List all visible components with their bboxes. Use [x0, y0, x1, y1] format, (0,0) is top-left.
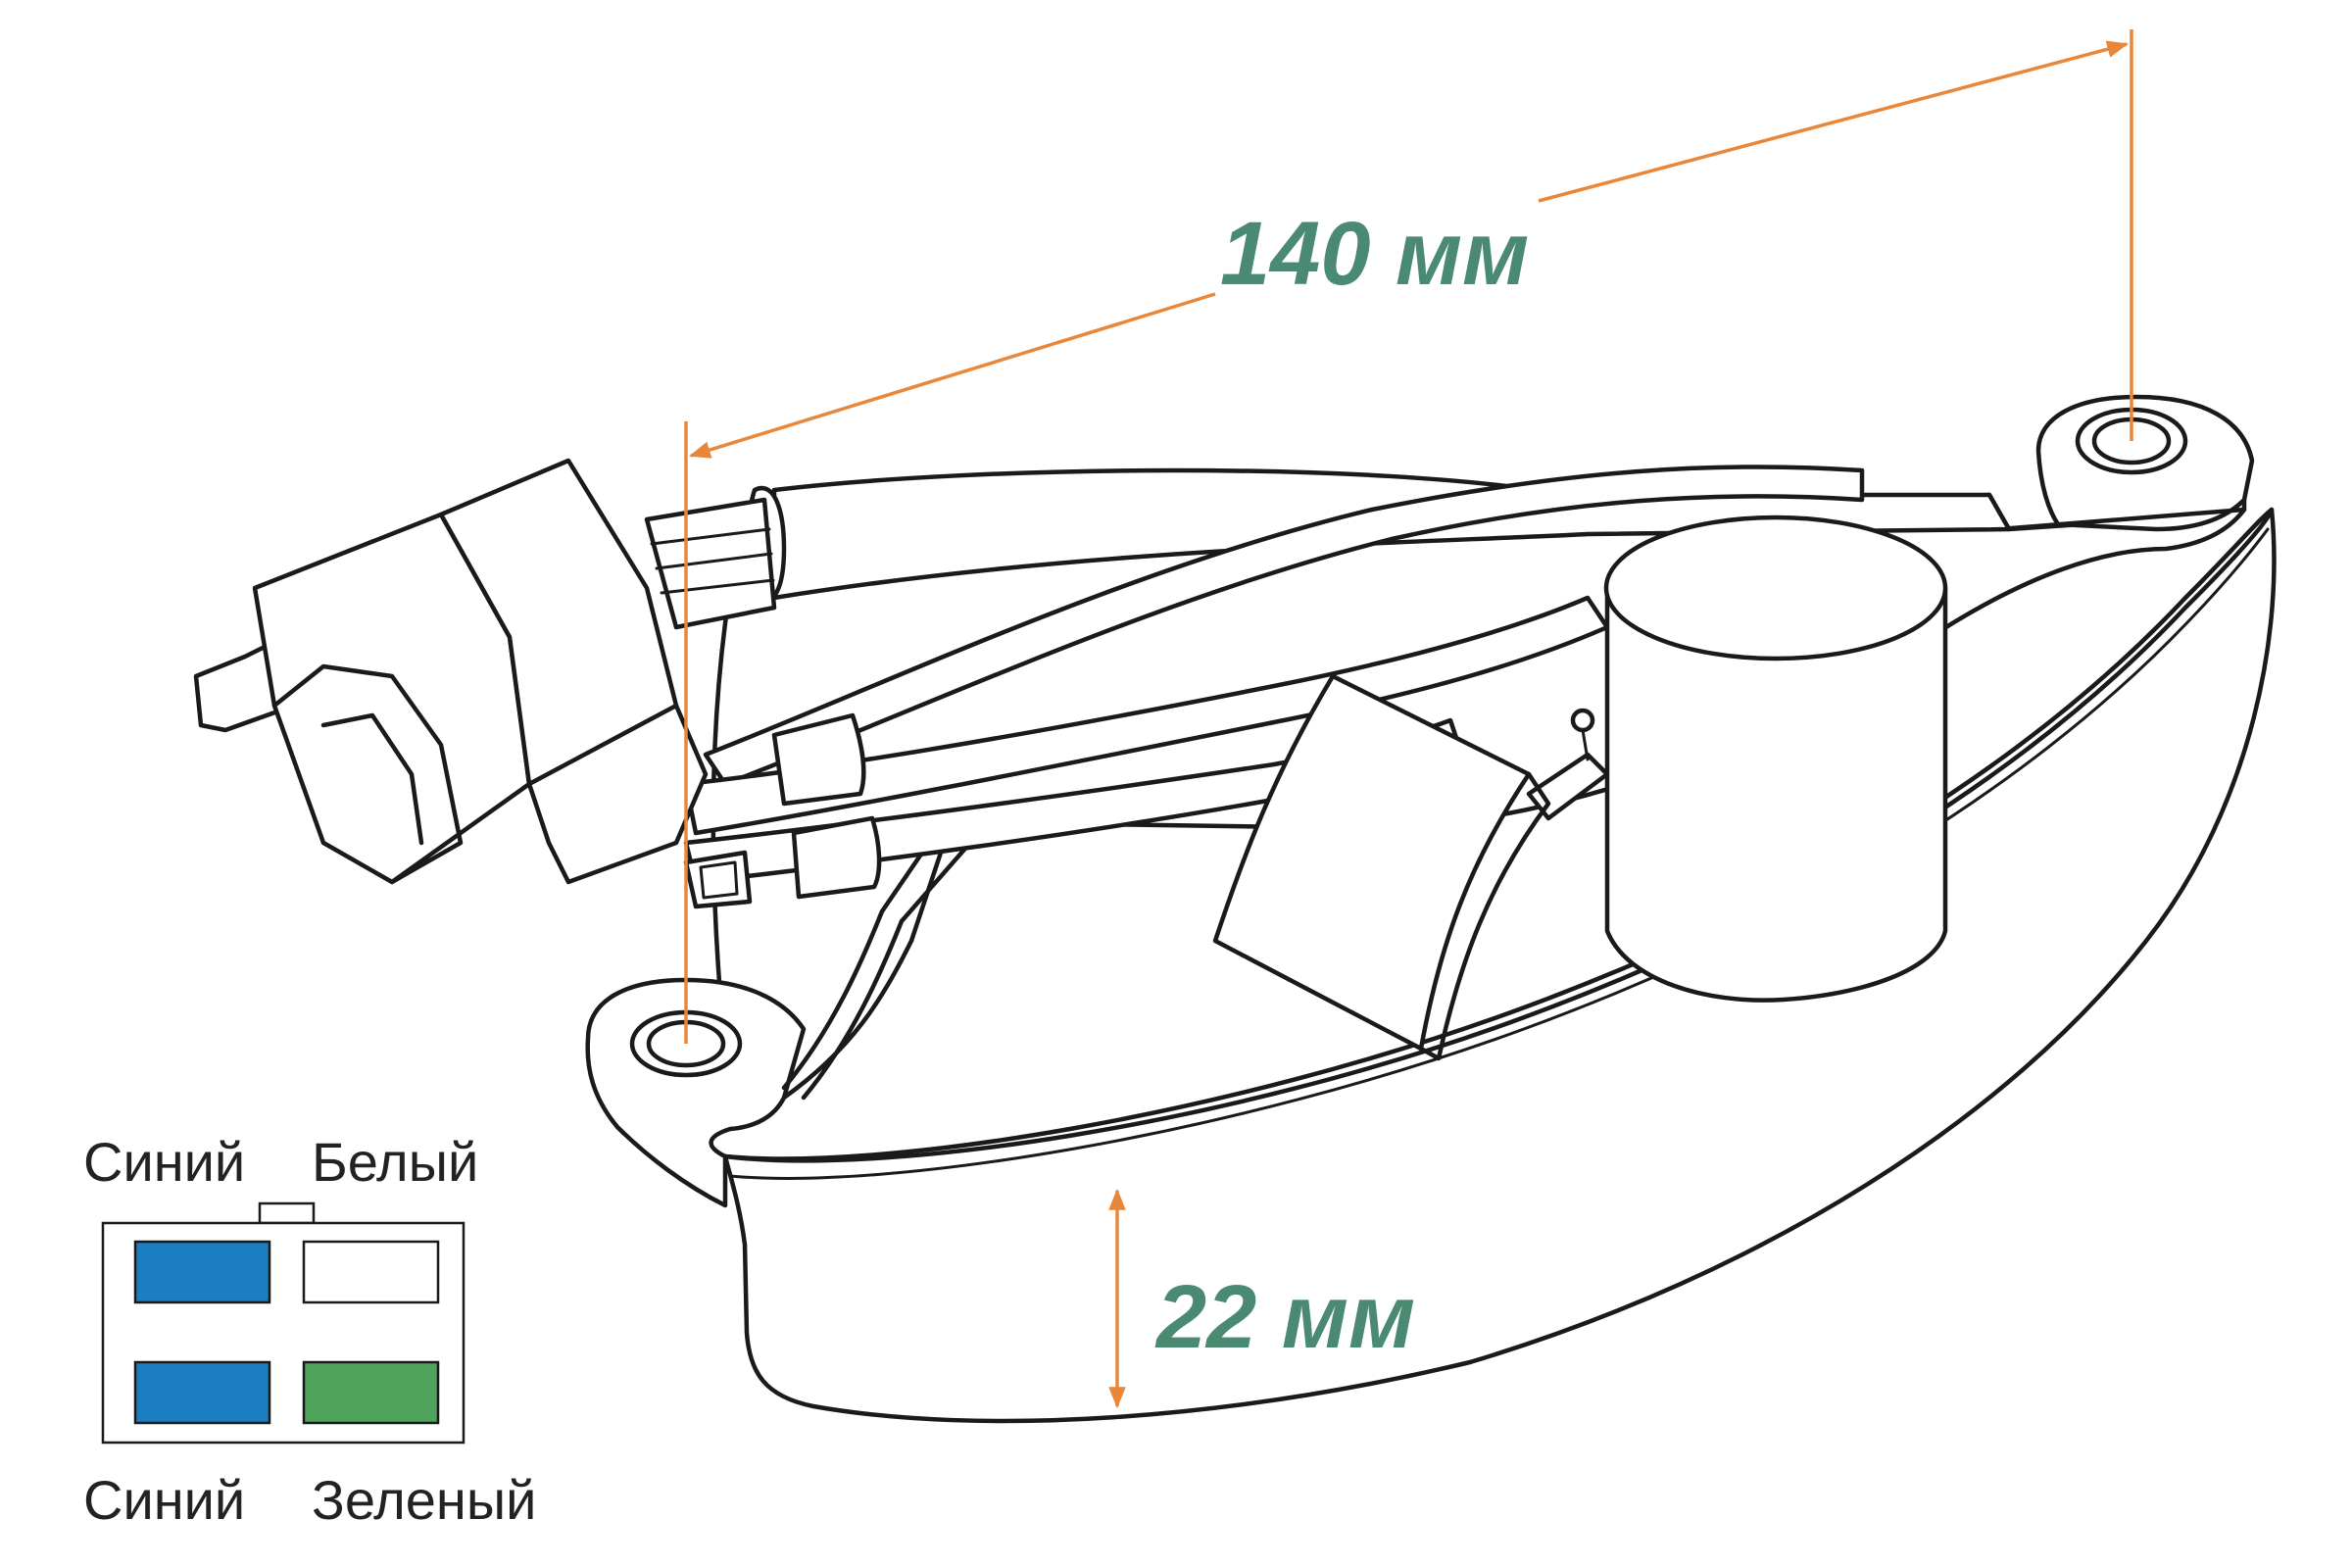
wire-loop-upper: [703, 465, 1865, 787]
connector-pinout-legend: Синий Белый Синий Зеленый: [83, 1131, 536, 1531]
connector-wire-strand-3: [660, 578, 775, 595]
connector-wire-strand-1: [650, 527, 771, 546]
wire-end-terminal: [683, 850, 753, 909]
capacitor-lead-tip: [1570, 708, 1595, 733]
legend-key-tab: [258, 1201, 316, 1225]
plate-inner-rib: [781, 815, 949, 1091]
legend-pin-blue-top: [133, 1240, 271, 1304]
wire-sleeve-upper: [771, 712, 866, 807]
wire-harness: [683, 465, 2012, 909]
connector-edge-2: [320, 712, 424, 846]
connector-wire-strand-2: [655, 552, 773, 570]
length-dimension-label: 140 мм: [1220, 204, 1529, 304]
connector-collar: [526, 703, 709, 885]
capacitor-top: [1603, 514, 1948, 662]
legend-label-bottom-left: Синий: [83, 1469, 245, 1531]
length-arrow-left: [688, 292, 1216, 459]
length-arrow-right: [1538, 40, 2130, 203]
legend-pin-green-bottom: [302, 1360, 440, 1425]
legend-pin-blue-bottom: [133, 1360, 271, 1425]
legend-pin-white-top: [302, 1240, 440, 1304]
capacitor: [1526, 514, 1948, 1003]
dimension-lines: [684, 29, 2133, 1409]
legend-label-bottom-right: Зеленый: [312, 1469, 536, 1531]
capacitor-body: [1604, 585, 1948, 1003]
legend-label-top-left: Синий: [83, 1131, 245, 1193]
legend-label-top-right: Белый: [312, 1131, 478, 1193]
capacitor-lead-wire: [1581, 728, 1590, 761]
wire-sleeve-lower: [791, 815, 882, 900]
tape-flap: [1212, 673, 1551, 1061]
connector-plug: [193, 458, 777, 885]
wire-end-detail: [699, 860, 739, 900]
connector-edge-1: [271, 663, 464, 885]
connector-wire-exit: [644, 497, 777, 630]
tape-flap-fold: [1418, 771, 1551, 1061]
height-dimension-label: 22 мм: [1154, 1267, 1415, 1367]
